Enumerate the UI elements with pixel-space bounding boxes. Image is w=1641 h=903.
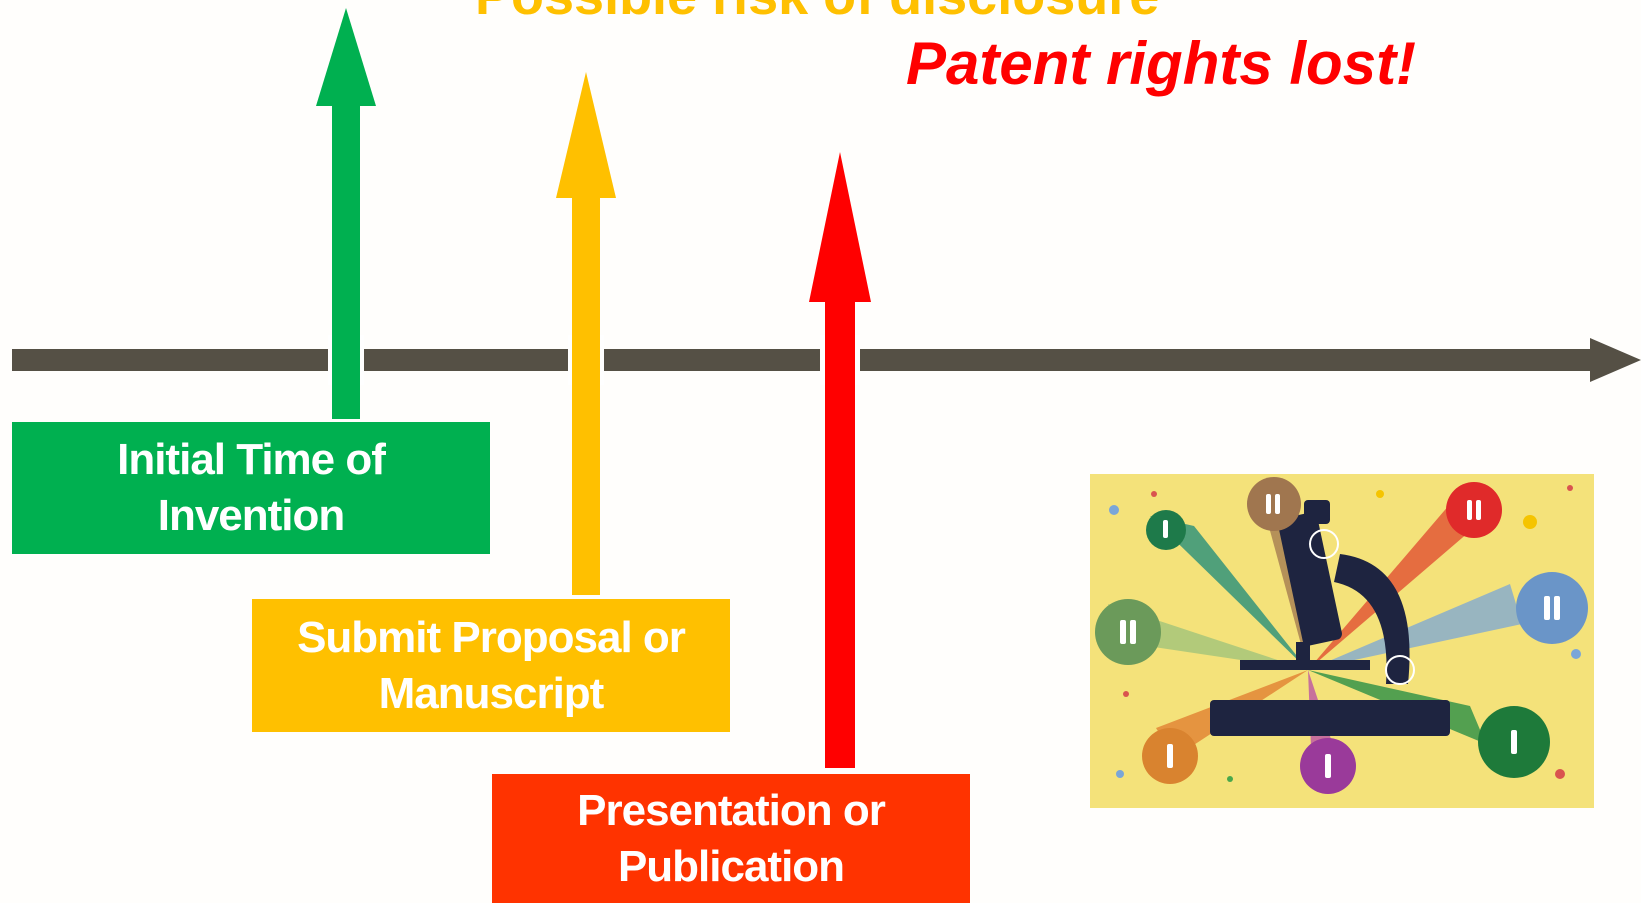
- arrow-invention: [316, 8, 376, 419]
- confetti-dots: [1109, 485, 1581, 782]
- stage-label-line1: Initial Time of: [117, 435, 386, 484]
- stage-box-publication: Presentation or Publication: [492, 774, 970, 903]
- microscope-icon: [1095, 477, 1588, 794]
- stage-label-line2: Invention: [157, 491, 346, 540]
- people-figures: [1120, 494, 1560, 778]
- stage-box-proposal: Submit Proposal or Manuscript: [252, 599, 730, 732]
- stage-label-line2: Manuscript: [378, 668, 605, 718]
- stage-box-invention: Initial Time of Invention: [12, 422, 490, 554]
- disclosure-risk-heading: Possible risk of disclosure: [475, 0, 1159, 23]
- timeline-axis: [12, 338, 1641, 382]
- stage-label-line1: Presentation or: [577, 785, 886, 835]
- patent-rights-lost-heading: Patent rights lost!: [906, 30, 1417, 97]
- arrow-proposal: [556, 72, 616, 595]
- timeline-line: [12, 349, 1602, 371]
- microscope-body: [1210, 500, 1450, 736]
- stage-label-line2: Publication: [617, 841, 845, 891]
- stage-label-line1: Submit Proposal or: [297, 612, 686, 662]
- timeline-arrowhead: [1590, 338, 1641, 382]
- microscope-illustration: [1090, 474, 1594, 808]
- arrow-publication: [809, 152, 871, 768]
